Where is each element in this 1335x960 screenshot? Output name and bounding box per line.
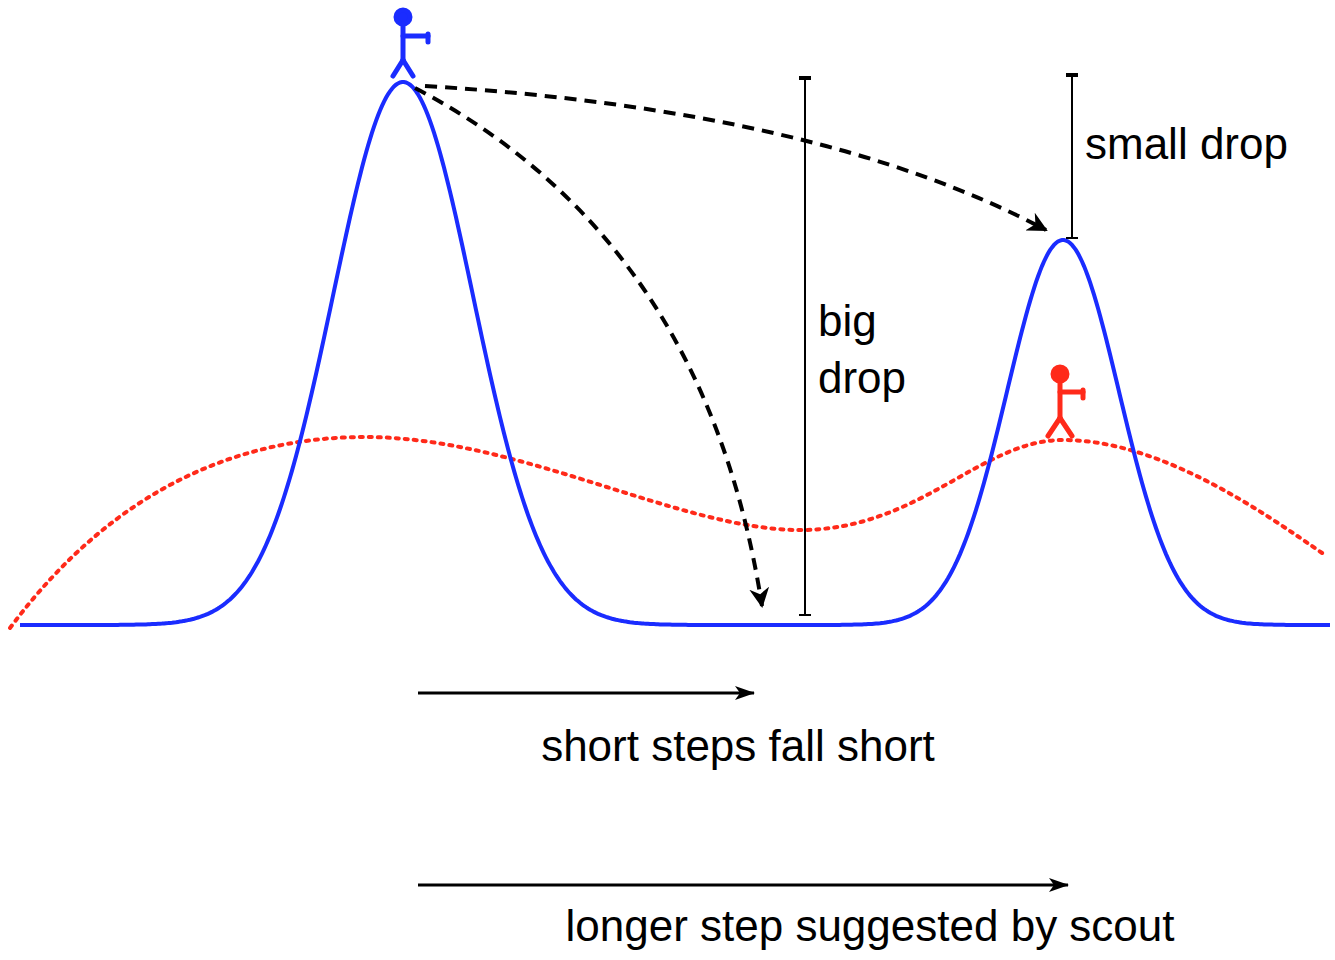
dashed-arrow [415,88,762,606]
landscape-curve [20,82,1330,625]
step-label: longer step suggested by scout [565,898,1174,953]
smoothed-landscape [10,437,1325,628]
drop-label: big drop [818,292,938,406]
red-scout [1048,367,1083,436]
blue-walker [393,10,428,76]
dashed-arrow [425,86,1046,230]
step-label: short steps fall short [541,718,935,773]
drop-label: small drop [1085,116,1288,171]
step-arrow [418,693,1068,885]
drop-bar [799,75,1078,615]
